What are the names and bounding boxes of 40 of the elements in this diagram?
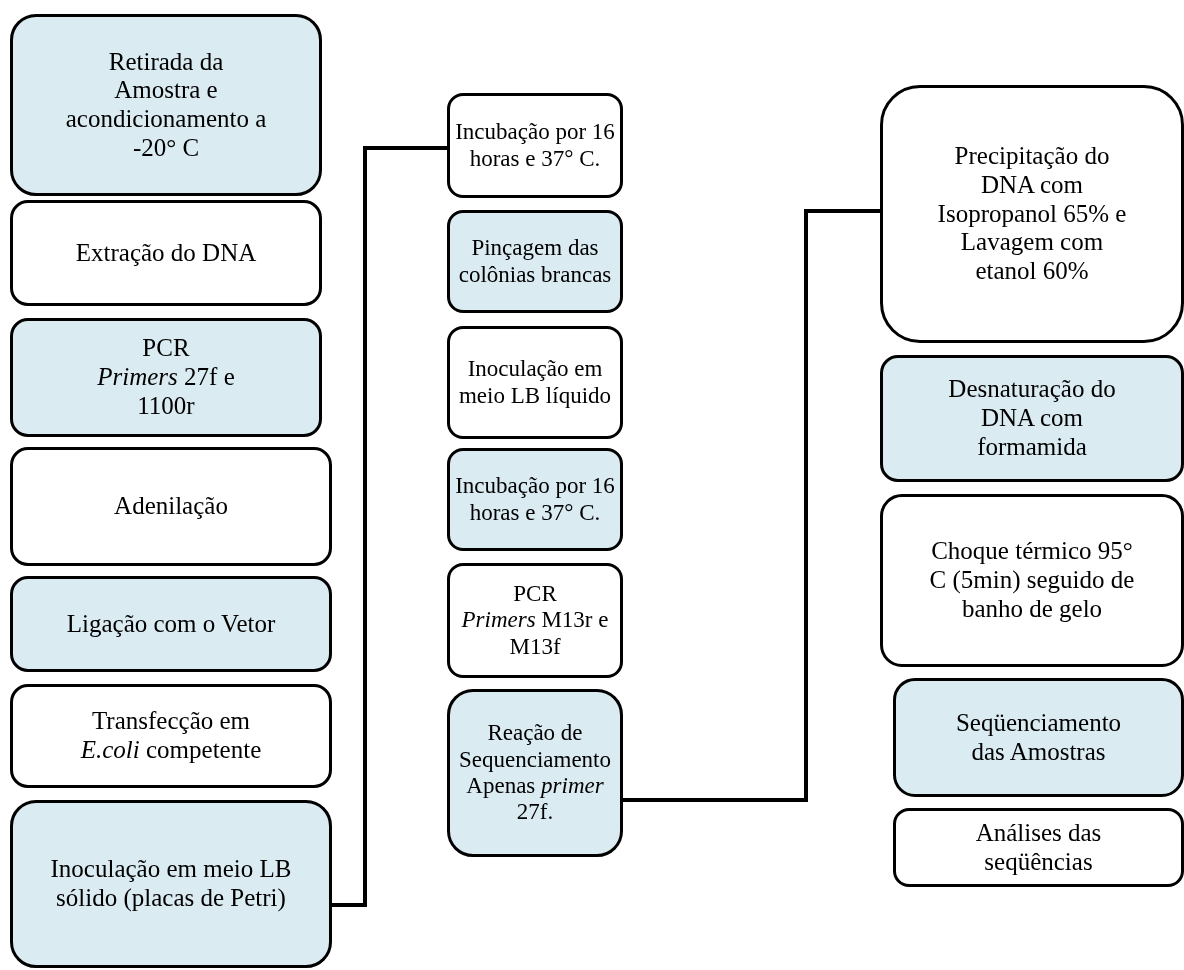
- step-text: Seqüenciamento das Amostras: [954, 708, 1123, 767]
- process-box: [447, 689, 623, 857]
- step-text: Ligação com o Vetor: [66, 609, 276, 639]
- process-box: [880, 85, 1184, 343]
- step-text: Precipitação do DNA com Isopropanol 65% e Lavagem com etanol 60%: [936, 142, 1128, 286]
- step-text: Primers 27f e 1100r: [96, 363, 236, 421]
- step-text: Análises das seqüências: [974, 818, 1103, 877]
- process-box: [10, 14, 322, 196]
- process-box: [447, 326, 623, 439]
- process-box: [10, 200, 322, 306]
- step-text: Primers M13r e M13f: [460, 607, 610, 661]
- step-text: Choque térmico 95° C (5min) seguido de banho de gelo: [929, 537, 1135, 624]
- step-text: Inoculação em meio LB sólido (placas de Petri): [49, 855, 293, 913]
- process-box: [880, 494, 1184, 667]
- step-text: PCR: [513, 580, 557, 608]
- process-box: [447, 210, 623, 313]
- step-text: Incubação por 16 horas e 37° C.: [454, 473, 616, 526]
- step-text: PCR: [142, 334, 190, 364]
- step-text: Extração do DNA: [75, 238, 257, 268]
- step-text: Incubação por 16 horas e 37° C.: [454, 119, 616, 172]
- process-box: [10, 684, 332, 788]
- connector-line: [623, 209, 880, 802]
- step-text: Adenilação: [114, 492, 228, 521]
- process-box: [447, 93, 623, 198]
- process-box: [880, 355, 1184, 482]
- process-box: [10, 576, 332, 672]
- step-text: Transfecção em E.coli competente: [79, 707, 263, 765]
- step-text: Reação de Sequenciamento Apenas primer 27f.: [458, 720, 612, 826]
- step-text: Desnaturação do DNA com formamida: [947, 375, 1117, 462]
- process-box: [10, 800, 332, 968]
- connector-line: [332, 146, 447, 907]
- step-text: Retirada da Amostra e acondicionamento a -20° C: [64, 47, 268, 163]
- process-box: [10, 447, 332, 566]
- process-box: [447, 448, 623, 551]
- process-box: [447, 563, 623, 678]
- process-box: [10, 318, 322, 437]
- process-box: [893, 678, 1184, 797]
- step-text: Pinçagem das colônias brancas: [457, 235, 613, 288]
- step-text: Inoculação em meio LB líquido: [457, 356, 613, 409]
- process-box: [893, 808, 1184, 887]
